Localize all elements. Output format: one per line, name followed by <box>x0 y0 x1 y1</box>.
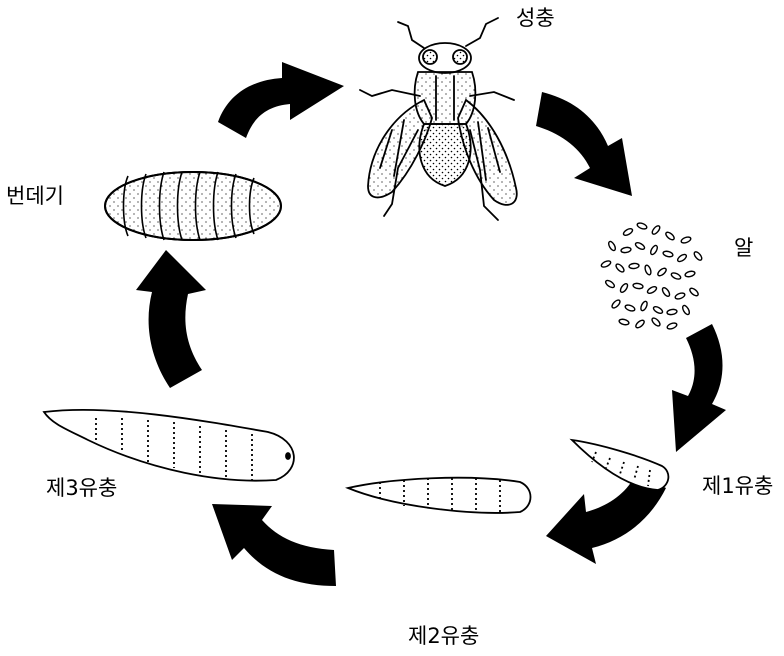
eggs-icon <box>600 222 703 330</box>
arrow-egg-to-larva1 <box>672 324 726 452</box>
arrow-adult-to-egg <box>536 92 632 196</box>
pupa-icon <box>105 172 281 240</box>
arrow-larva3-to-pupa <box>136 250 206 388</box>
arrow-larva2-to-larva3 <box>212 504 336 586</box>
stage-label-larva2: 제2유충 <box>408 626 479 647</box>
fly-icon <box>360 18 517 220</box>
stage-label-pupa: 번데기 <box>6 186 64 207</box>
stage-label-larva1: 제1유충 <box>702 476 773 497</box>
arrow-pupa-to-adult <box>218 62 344 138</box>
larva-icon <box>348 478 531 513</box>
larva-icon <box>572 440 668 490</box>
larva-icon <box>44 410 294 481</box>
stage-label-larva3: 제3유충 <box>46 478 117 499</box>
stage-label-egg: 알 <box>734 238 753 259</box>
stage-label-adult: 성충 <box>516 8 555 29</box>
